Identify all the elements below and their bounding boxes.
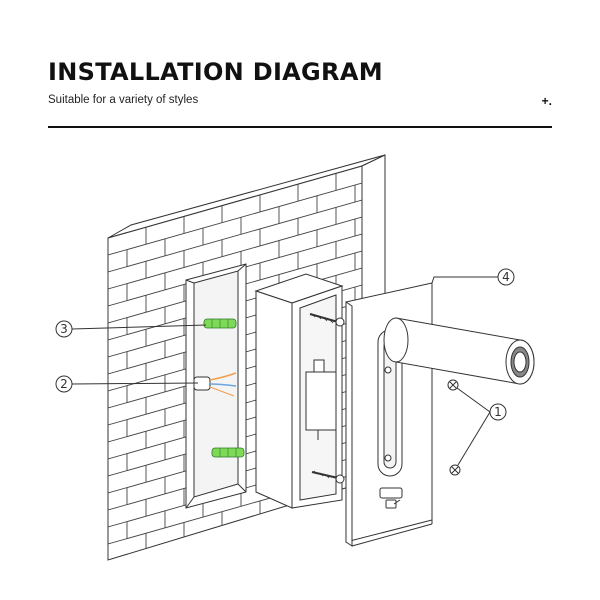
mounting-box <box>254 273 345 509</box>
header-mark: +. <box>541 94 552 108</box>
header-divider <box>48 126 552 128</box>
plate-screw-top <box>447 379 459 391</box>
wall-anchor-bottom <box>211 447 245 458</box>
callout-4: 4 <box>497 268 515 286</box>
page-title: INSTALLATION DIAGRAM <box>48 58 383 86</box>
driver-module <box>305 371 337 431</box>
plate-screw-bottom <box>449 464 461 476</box>
callout-leaders <box>71 276 498 466</box>
wall-anchor-top <box>203 318 237 329</box>
box-screw-top <box>309 313 345 327</box>
svg-text:3: 3 <box>60 322 68 336</box>
callout-3: 3 <box>55 320 73 338</box>
brick-mortar-row <box>108 216 362 290</box>
brick-mortar-row <box>108 199 362 273</box>
box-side <box>255 290 293 509</box>
box-screw-bottom <box>311 470 345 484</box>
lamp-plate <box>345 282 535 547</box>
power-cable <box>193 372 237 397</box>
callout-2: 2 <box>55 375 73 393</box>
svg-text:4: 4 <box>502 270 510 284</box>
svg-text:2: 2 <box>60 377 68 391</box>
header: INSTALLATION DIAGRAM Suitable for a vari… <box>48 56 552 108</box>
lamp-switch <box>379 487 403 499</box>
svg-text:1: 1 <box>494 405 502 419</box>
brick-mortar-row <box>108 182 362 256</box>
page-subtitle: Suitable for a variety of styles <box>48 94 199 106</box>
callout-1: 1 <box>489 403 507 421</box>
